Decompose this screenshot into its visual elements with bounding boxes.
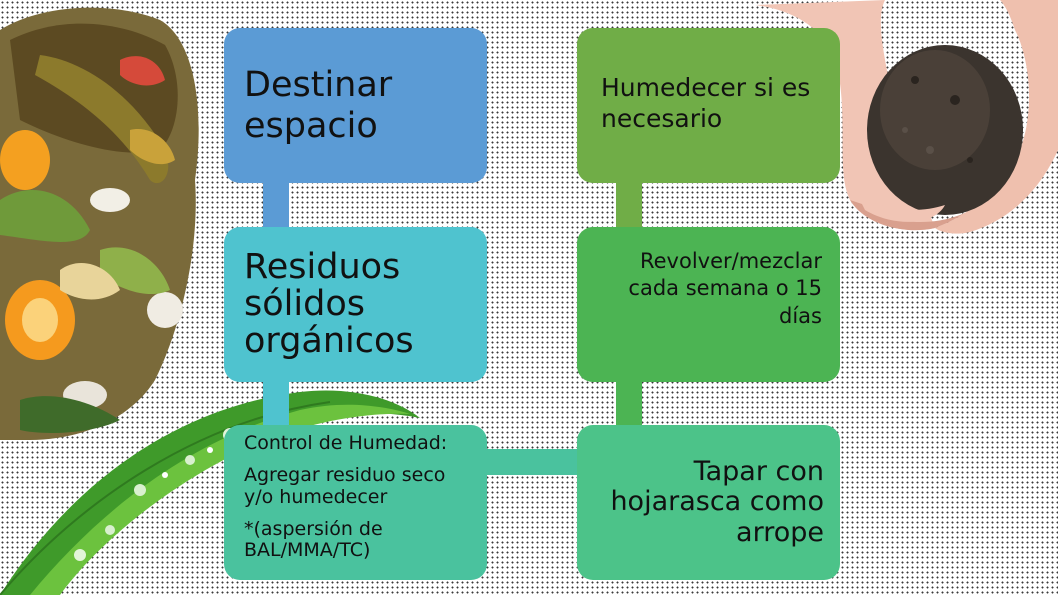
connector-residuos-control <box>263 382 289 425</box>
compost-scraps-image <box>0 7 199 440</box>
connector-tapar-revolver <box>616 382 642 425</box>
connector-revolver-humedecer <box>616 183 642 227</box>
step-label: Destinar espacio <box>244 64 393 146</box>
step-tapar-con-hojarasca: Tapar con hojarasca como arrope <box>577 425 840 580</box>
step-revolver-mezclar: Revolver/mezclar cada semana o 15 días <box>577 227 840 382</box>
step-label: Residuos sólidos orgánicos <box>244 246 414 362</box>
step-note: *(aspersión de BAL/MMA/TC) <box>244 517 383 562</box>
step-control-de-humedad: Control de Humedad: Agregar residuo seco… <box>224 425 487 580</box>
step-residuos-solidos-organicos: Residuos sólidos orgánicos <box>224 227 487 382</box>
step-detail: Agregar residuo seco y/o humedecer <box>244 463 446 508</box>
step-humedecer: Humedecer si es necesario <box>577 28 840 183</box>
leaf-with-water-drops-image <box>0 390 420 595</box>
connector-control-tapar <box>487 449 577 475</box>
step-label: Tapar con hojarasca como arrope <box>610 455 824 548</box>
hands-holding-soil-image <box>755 0 1058 234</box>
step-heading: Control de Humedad: <box>244 432 448 454</box>
step-label: Humedecer si es necesario <box>601 73 811 134</box>
step-label: Revolver/mezclar cada semana o 15 días <box>628 249 822 328</box>
step-destinar-espacio: Destinar espacio <box>224 28 487 183</box>
connector-destinar-residuos <box>263 183 289 227</box>
